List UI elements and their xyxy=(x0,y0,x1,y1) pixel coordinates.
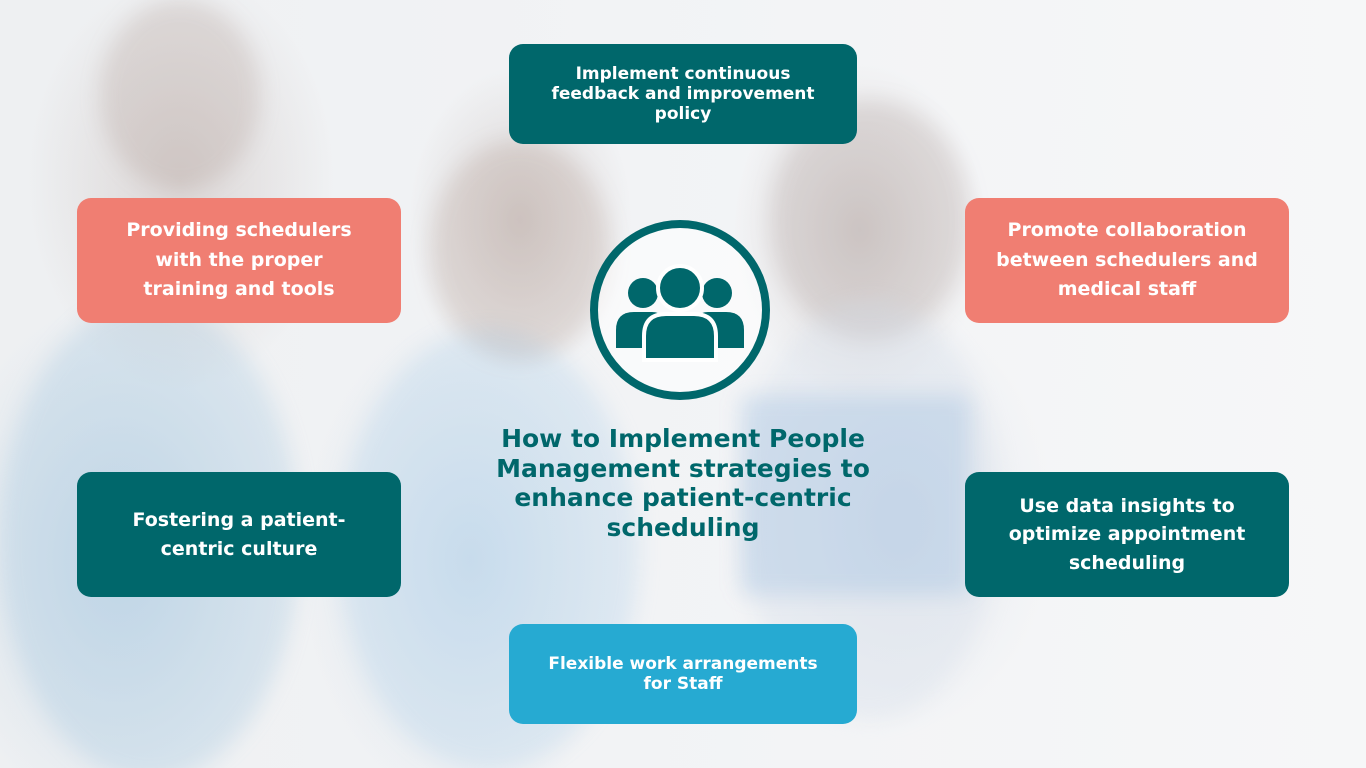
strategy-box-flexible-work: Flexible work arrangements for Staff xyxy=(509,624,857,724)
strategy-label: Promote collaboration between schedulers… xyxy=(996,219,1258,301)
strategy-label: Implement continuous feedback and improv… xyxy=(551,63,815,125)
strategy-label: Use data insights to optimize appointmen… xyxy=(1008,494,1246,574)
strategy-label: Providing schedulers with the proper tra… xyxy=(126,219,352,301)
strategy-box-collaboration: Promote collaboration between schedulers… xyxy=(965,198,1289,323)
group-people-icon xyxy=(590,220,770,400)
strategy-label: Flexible work arrangements for Staff xyxy=(548,653,818,694)
strategy-box-culture: Fostering a patient-centric culture xyxy=(77,472,401,597)
strategy-box-training: Providing schedulers with the proper tra… xyxy=(77,198,401,323)
strategy-box-feedback: Implement continuous feedback and improv… xyxy=(509,44,857,144)
strategy-label: Fostering a patient-centric culture xyxy=(132,509,346,560)
diagram-title: How to Implement People Management strat… xyxy=(496,424,870,542)
strategy-box-data-insights: Use data insights to optimize appointmen… xyxy=(965,472,1289,597)
